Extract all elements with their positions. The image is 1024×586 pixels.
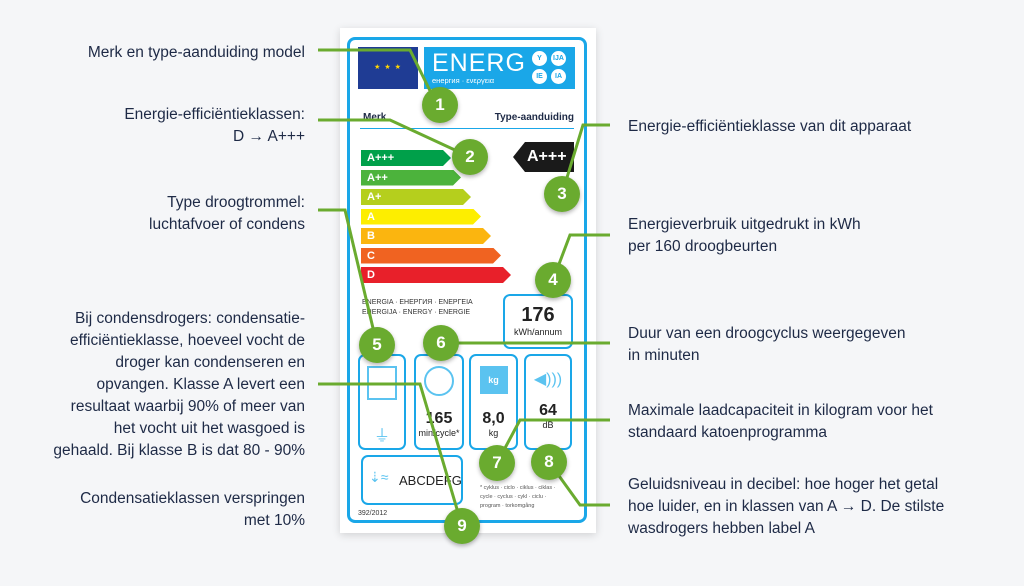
condensation-class-box: ⇣≈ABCDEFG [361,455,463,505]
energia-line-2: ENERGIJA · ENERGY · ENERGIE [362,309,471,316]
callout-9: 9 [444,508,480,544]
eu-flag-icon: ★ ★ ★ [358,47,418,89]
footnote: * cyklus · ciclo · ciklus · ciklas · cyc… [480,485,556,509]
note-classes: Energie-efficiëntieklassen:D → A+++ [124,106,305,145]
current-class-arrow: A+++ [513,142,574,172]
energy-class-bar: B [361,228,491,244]
callout-2: 2 [452,139,488,175]
drops-icon: ⇣≈ [369,469,389,485]
energy-class-bar: C [361,248,501,264]
clock-icon [424,366,454,396]
energy-class-bar: A+ [361,189,471,205]
note-brand: Merk en type-aanduiding model [87,44,305,61]
energy-class-bar: A++ [361,170,461,186]
brand-label: Merk [363,112,387,123]
callout-6: 6 [423,325,459,361]
note-dryer-type: Type droogtrommel:luchtafvoer of condens [149,194,305,233]
note-condensation: Bij condensdrogers: condensatie-efficiën… [53,310,305,459]
callout-1: 1 [422,87,458,123]
note-noise: Geluidsniveau in decibel: hoe hoger het … [628,476,945,537]
energy-class-bar: D [361,267,511,283]
note-capacity: Maximale laadcapaciteit in kilogram voor… [628,402,933,441]
energia-line-1: ENERGIA · ЕНЕРГИЯ · ΕΝΕΡΓΕΙΑ [362,299,473,306]
callout-5: 5 [359,327,395,363]
speaker-icon: ◀))) [533,371,563,388]
shirt-icon: kg [479,366,508,394]
callout-3: 3 [544,176,580,212]
model-label: Type-aanduiding [494,112,574,123]
callout-8: 8 [531,444,567,480]
energy-class-bar: A+++ [361,150,451,166]
callout-7: 7 [479,445,515,481]
energy-class-bar: A [361,209,481,225]
note-class-device: Energie-efficiëntieklasse van dit appara… [628,118,912,135]
callout-4: 4 [535,262,571,298]
regulation-number: 392/2012 [358,510,388,517]
